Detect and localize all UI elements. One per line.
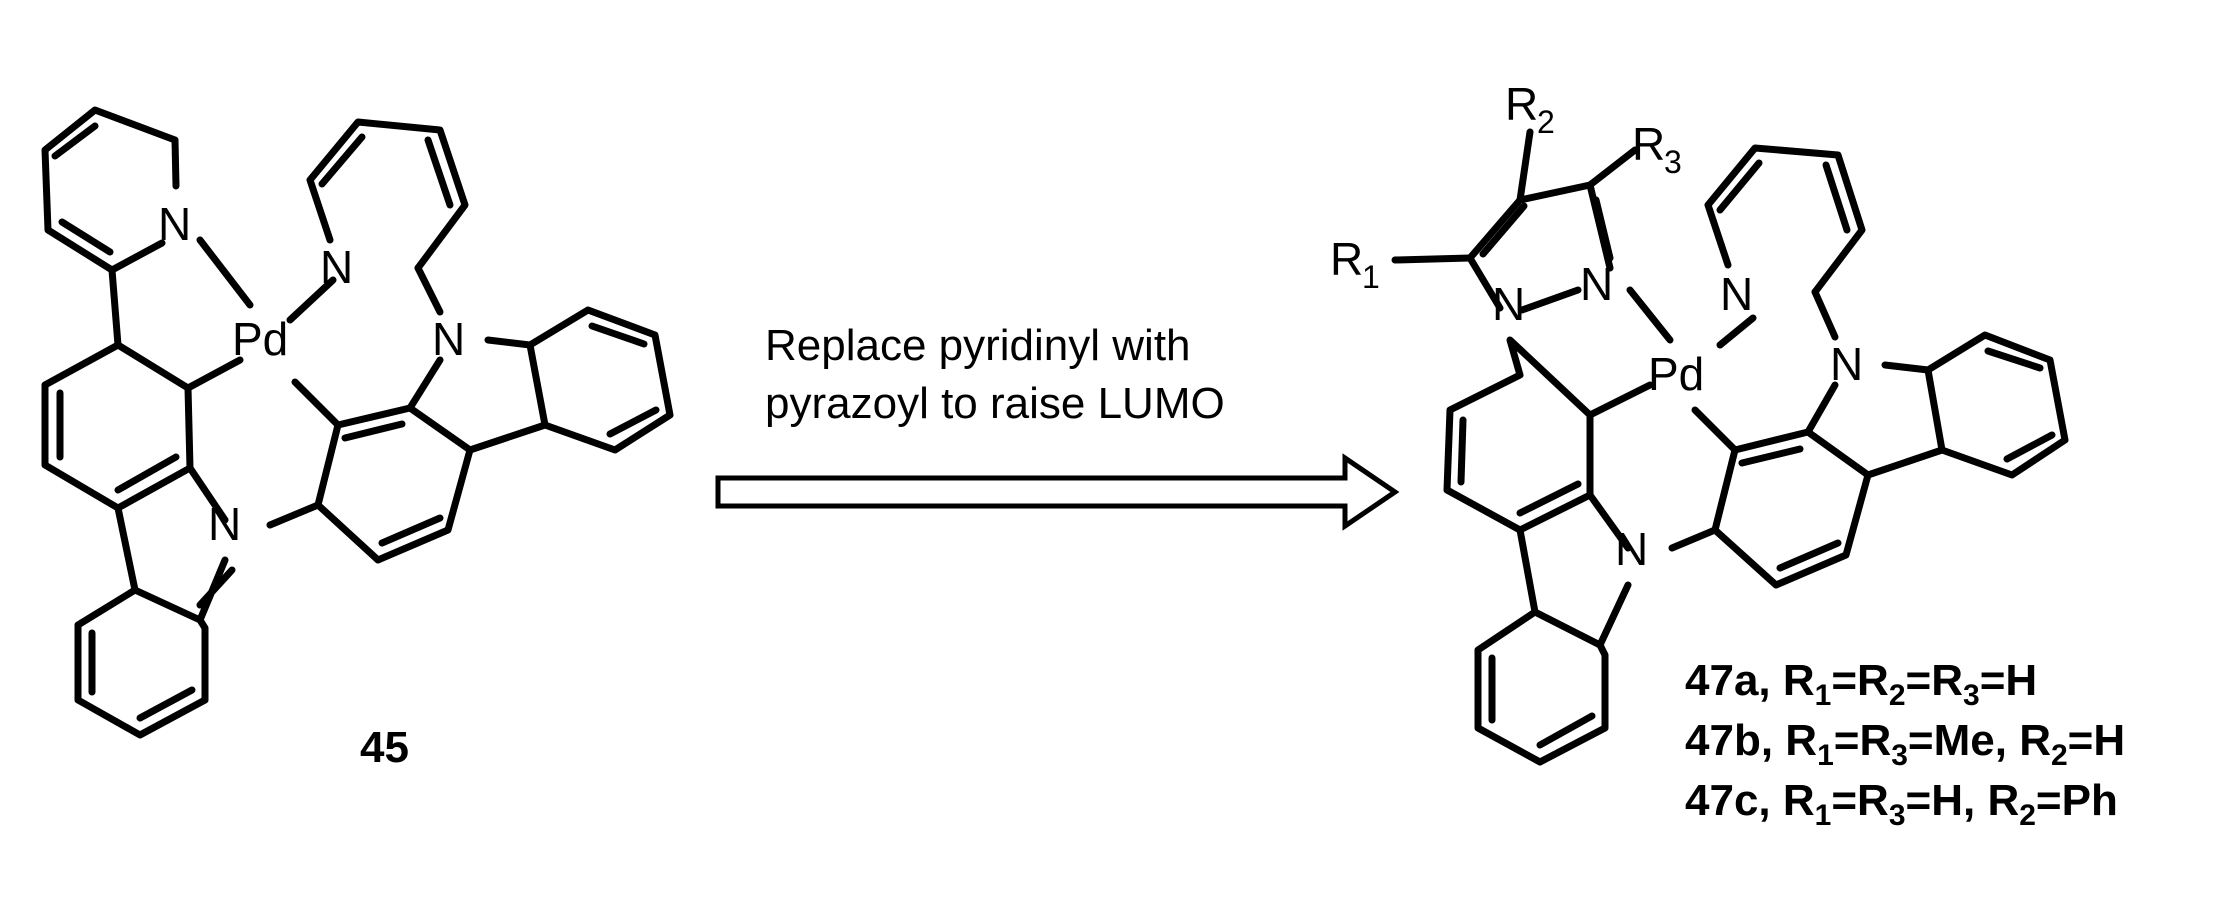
open-arrow-shape [715, 453, 1400, 531]
substituent-r3: R 3 [1632, 118, 1682, 180]
r3-subscript: 3 [1664, 144, 1682, 180]
substituent-r2: R 2 [1505, 78, 1555, 140]
atom-n-pyrazole-1: N [1492, 278, 1525, 330]
carbazole-right-outer-rings [1474, 526, 1632, 766]
atom-n-carbazole-upper-right: N [1830, 338, 1863, 390]
carbazole-left-outer-rings [74, 504, 236, 739]
substituent-r1: R 1 [1330, 233, 1380, 295]
variant-47c: 47c, R1=R3=H, R2=Ph [1685, 776, 2118, 832]
atom-n-pyridine-right: N [1720, 268, 1753, 320]
r3-letter: R [1632, 118, 1665, 170]
reaction-arrow: Replace pyridinyl with pyrazoyl to raise… [715, 321, 1400, 531]
n-aryl-bond-right [1668, 526, 1719, 552]
carbazole-right-inner-ring [1443, 336, 1654, 552]
arrow-text-line-2: pyrazoyl to raise LUMO [765, 379, 1225, 428]
r1-subscript: 1 [1362, 259, 1380, 295]
variant-47a: 47a, R1=R2=R3=H [1685, 656, 2037, 712]
r2-subscript: 2 [1537, 104, 1555, 140]
variant-47b: 47b, R1=R3=Me, R2=H [1685, 716, 2125, 772]
atom-n-pyridine-a: N [158, 198, 191, 250]
atom-pd-right: Pd [1648, 348, 1704, 400]
atom-n-carbazole-lower-left: N [208, 498, 241, 550]
r2-letter: R [1505, 78, 1538, 130]
n-pd-bond-pyrazole [1626, 286, 1674, 344]
pyrazole-ring [1391, 128, 1639, 314]
atom-n-pyridine-b: N [320, 241, 353, 293]
r1-letter: R [1330, 233, 1363, 285]
n-pd-bond-left [196, 236, 254, 309]
pyridine-ring-a [41, 106, 180, 349]
n-aryl-bond [266, 501, 322, 529]
atom-n-carbazole-upper-left: N [432, 313, 465, 365]
carbazole-left-second-benzo [466, 306, 674, 454]
atom-n-pyrazole-2: N [1580, 258, 1613, 310]
carbazole-right-second-ring [1691, 381, 1872, 589]
compound-45: N N Pd N N 45 [41, 106, 674, 772]
atom-n-carbazole-lower-right: N [1615, 523, 1648, 575]
atom-pd-left: Pd [232, 313, 288, 365]
carbazole-left-second-ring [291, 356, 474, 564]
compound-47: N N N Pd N N R 1 R 2 R 3 47a, R1=R2=R3=H… [1330, 78, 2125, 832]
pyridine-ring-right [1704, 144, 1866, 341]
n-pd-bond-pyridine [1716, 314, 1757, 349]
arrow-text-line-1: Replace pyridinyl with [765, 321, 1191, 370]
n-pd-bond-right [286, 276, 337, 324]
pyridine-ring-b [306, 118, 469, 316]
carbazole-right-second-benzo [1864, 331, 2069, 479]
carbazole-left-inner-ring [41, 341, 244, 524]
compound-label-45: 45 [360, 723, 409, 772]
